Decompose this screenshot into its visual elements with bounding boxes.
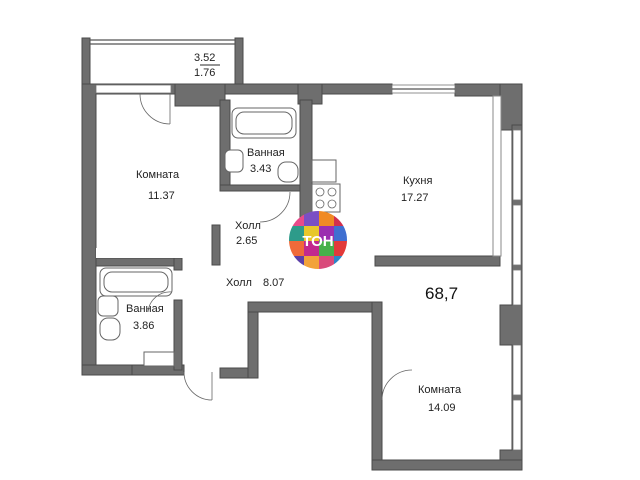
room-label-name: Холл [235,220,261,232]
room-label-area: 2.65 [236,235,257,247]
room-label-name: Кухня [403,175,432,187]
balcony: 3.52 1.76 [81,37,244,87]
windows [95,84,522,451]
stove [311,183,341,213]
logo-text: ТОН [302,233,333,250]
room-label-name: Комната [136,169,180,181]
balcony-area-bottom: 1.76 [194,67,215,79]
logo: ТОН [289,211,347,269]
room-label-area: 17.27 [401,192,429,204]
room-label-area: 3.86 [133,320,154,332]
shower-tray [143,351,175,367]
room-label-name: Ванная [247,147,285,159]
balcony-area-top: 3.52 [194,52,215,64]
room-label-area: 11.37 [148,190,175,202]
room-label-area: 3.43 [250,163,271,175]
fixtures [97,107,341,367]
room-label-area: 8.07 [263,277,284,289]
toilet-2 [99,317,121,341]
sink-2 [97,295,119,317]
room-labels: Комната 11.37 Ванная 3.43 Холл 2.65 Кухн… [126,147,462,414]
room-label-name: Ванная [126,303,164,315]
room-label-name: Холл [226,277,252,289]
room-label-area: 14.09 [428,402,456,414]
kitchen-sink [311,159,337,183]
total-area: 68,7 [425,284,458,303]
toilet-1 [277,161,299,183]
sink-1 [224,149,244,173]
doors [139,93,413,401]
room-label-name: Комната [418,384,462,396]
